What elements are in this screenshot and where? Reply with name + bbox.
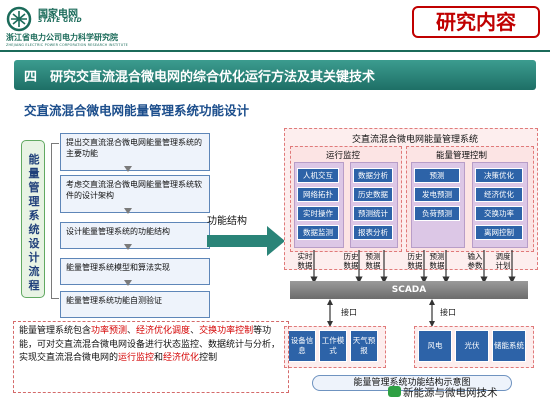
desc-highlight: 运行监控 — [118, 353, 155, 363]
module-load-forecast: 负荷预测 — [414, 206, 460, 221]
desc-segment: 、 — [190, 326, 200, 336]
scada-link-arrows — [310, 250, 516, 282]
flow-label-char: 管 — [28, 181, 40, 194]
flow-vertical-label: 能 量 管 理 系 统 设 计 流 程 — [21, 140, 45, 298]
interface-arrows — [327, 299, 435, 327]
institute-name-cn: 浙江省电力公司电力科学研究院 — [6, 33, 118, 42]
module-realtime: 实时操作 — [297, 206, 339, 221]
module-history: 历史数据 — [353, 187, 393, 202]
interface-label: 接口 — [440, 308, 456, 317]
group-title: 运行监控 — [326, 151, 361, 161]
flow-label-char: 计 — [28, 251, 40, 264]
flow-label-char: 统 — [28, 223, 40, 236]
flow-step-1: 提出交直流混合微电网能量管理系统的主要功能 — [60, 133, 210, 171]
link-label: 预测数据 — [429, 252, 445, 270]
flow-label-char: 能 — [28, 153, 40, 166]
desc-highlight: 经济优化 — [163, 353, 200, 363]
module-exchange-power: 交换功率 — [475, 206, 523, 221]
desc-segment: 和 — [154, 353, 164, 363]
link-label: 实时数据 — [297, 252, 313, 270]
page-subtitle: 交直流混合微电网能量管理系统功能设计 — [24, 103, 250, 118]
architecture-title: 交直流混合微电网能量管理系统 — [351, 135, 478, 145]
module-analysis: 数据分析 — [353, 168, 393, 183]
module-gen-forecast: 发电预测 — [414, 187, 460, 202]
institute-name-en: ZHEJIANG ELECTRIC POWER CORPORATION RESE… — [6, 43, 128, 47]
module-topology: 网络拓扑 — [297, 187, 339, 202]
flow-label-char: 理 — [28, 195, 40, 208]
desc-segment: 等功能，可对交直流混合微电网设备进行状态监控、数据统计与分析，实现交直流混合微电… — [19, 326, 281, 363]
banner-number: 四 — [24, 70, 38, 85]
module-decision: 决策优化 — [475, 168, 523, 183]
module-forecast: 预测 — [414, 168, 460, 183]
flow-feedback-line — [51, 143, 59, 299]
flow-arrow — [124, 280, 132, 286]
interface-label: 接口 — [341, 308, 357, 317]
module-monitor: 数据监测 — [297, 225, 339, 240]
module-report: 报表分析 — [353, 225, 393, 240]
flow-step-3: 设计能量管理系统的功能结构 — [60, 222, 210, 249]
flow-arrow — [124, 244, 132, 250]
device-mode: 工作模式 — [319, 330, 347, 362]
wechat-icon — [388, 386, 401, 397]
section-tag: 研究内容 — [412, 6, 540, 38]
state-grid-logo-icon — [6, 6, 32, 32]
brand-name-cn: 国家电网 — [38, 9, 78, 20]
link-label: 调度计划 — [495, 252, 511, 270]
module-forecast-stats: 预测统计 — [353, 206, 393, 221]
banner-title: 研究交直流混合微电网的综合优化运行方法及其关键技术 — [50, 70, 376, 85]
device-wind: 风电 — [418, 330, 452, 362]
flow-arrow — [124, 166, 132, 172]
flow-step-2: 考虑交直流混合微电网能量管理系统软件的设计架构 — [60, 175, 210, 213]
flow-label-char: 流 — [28, 265, 40, 278]
flow-step-5: 能量管理系统功能自测验证 — [60, 291, 210, 318]
flow-label-char: 量 — [28, 167, 40, 180]
link-label: 历史数据 — [343, 252, 359, 270]
module-offgrid: 离网控制 — [475, 225, 523, 240]
desc-highlight: 功率预测 — [91, 326, 128, 336]
desc-highlight: 交换功率控制 — [199, 326, 254, 336]
flow-label-char: 设 — [28, 237, 40, 250]
desc-segment: 、 — [127, 326, 137, 336]
architecture-caption: 能量管理系统功能结构示意图 — [312, 375, 512, 391]
device-weather: 天气预报 — [350, 330, 378, 362]
right-arrow-icon — [207, 226, 285, 256]
link-label: 历史数据 — [407, 252, 423, 270]
description-text: 能量管理系统包含功率预测、经济优化调度、交换功率控制等功能，可对交直流混合微电网… — [13, 321, 289, 393]
desc-highlight: 经济优化调度 — [136, 326, 191, 336]
module-hmi: 人机交互 — [297, 168, 339, 183]
flow-label-char: 程 — [28, 279, 40, 292]
desc-segment: 能量管理系统包含 — [19, 326, 92, 336]
link-label: 输入参数 — [467, 252, 483, 270]
device-info: 设备信息 — [288, 330, 316, 362]
header-divider — [0, 50, 550, 52]
desc-segment: 控制 — [199, 353, 218, 363]
watermark-text: 新能源与微电网技术 — [403, 387, 498, 399]
section-banner — [14, 60, 536, 90]
scada-bar: SCADA — [290, 281, 528, 299]
group-title: 能量管理控制 — [436, 151, 488, 161]
flow-arrow — [124, 208, 132, 214]
link-label: 预测数据 — [365, 252, 381, 270]
device-pv: 光伏 — [455, 330, 489, 362]
brand-name-en: STATE GRID — [38, 17, 83, 24]
arrow-label: 功能结构 — [207, 216, 247, 227]
module-econ-opt: 经济优化 — [475, 187, 523, 202]
flow-step-4: 能量管理系统模型和算法实现 — [60, 258, 210, 285]
flow-label-char: 系 — [28, 209, 40, 222]
device-storage: 储能系统 — [492, 330, 526, 362]
